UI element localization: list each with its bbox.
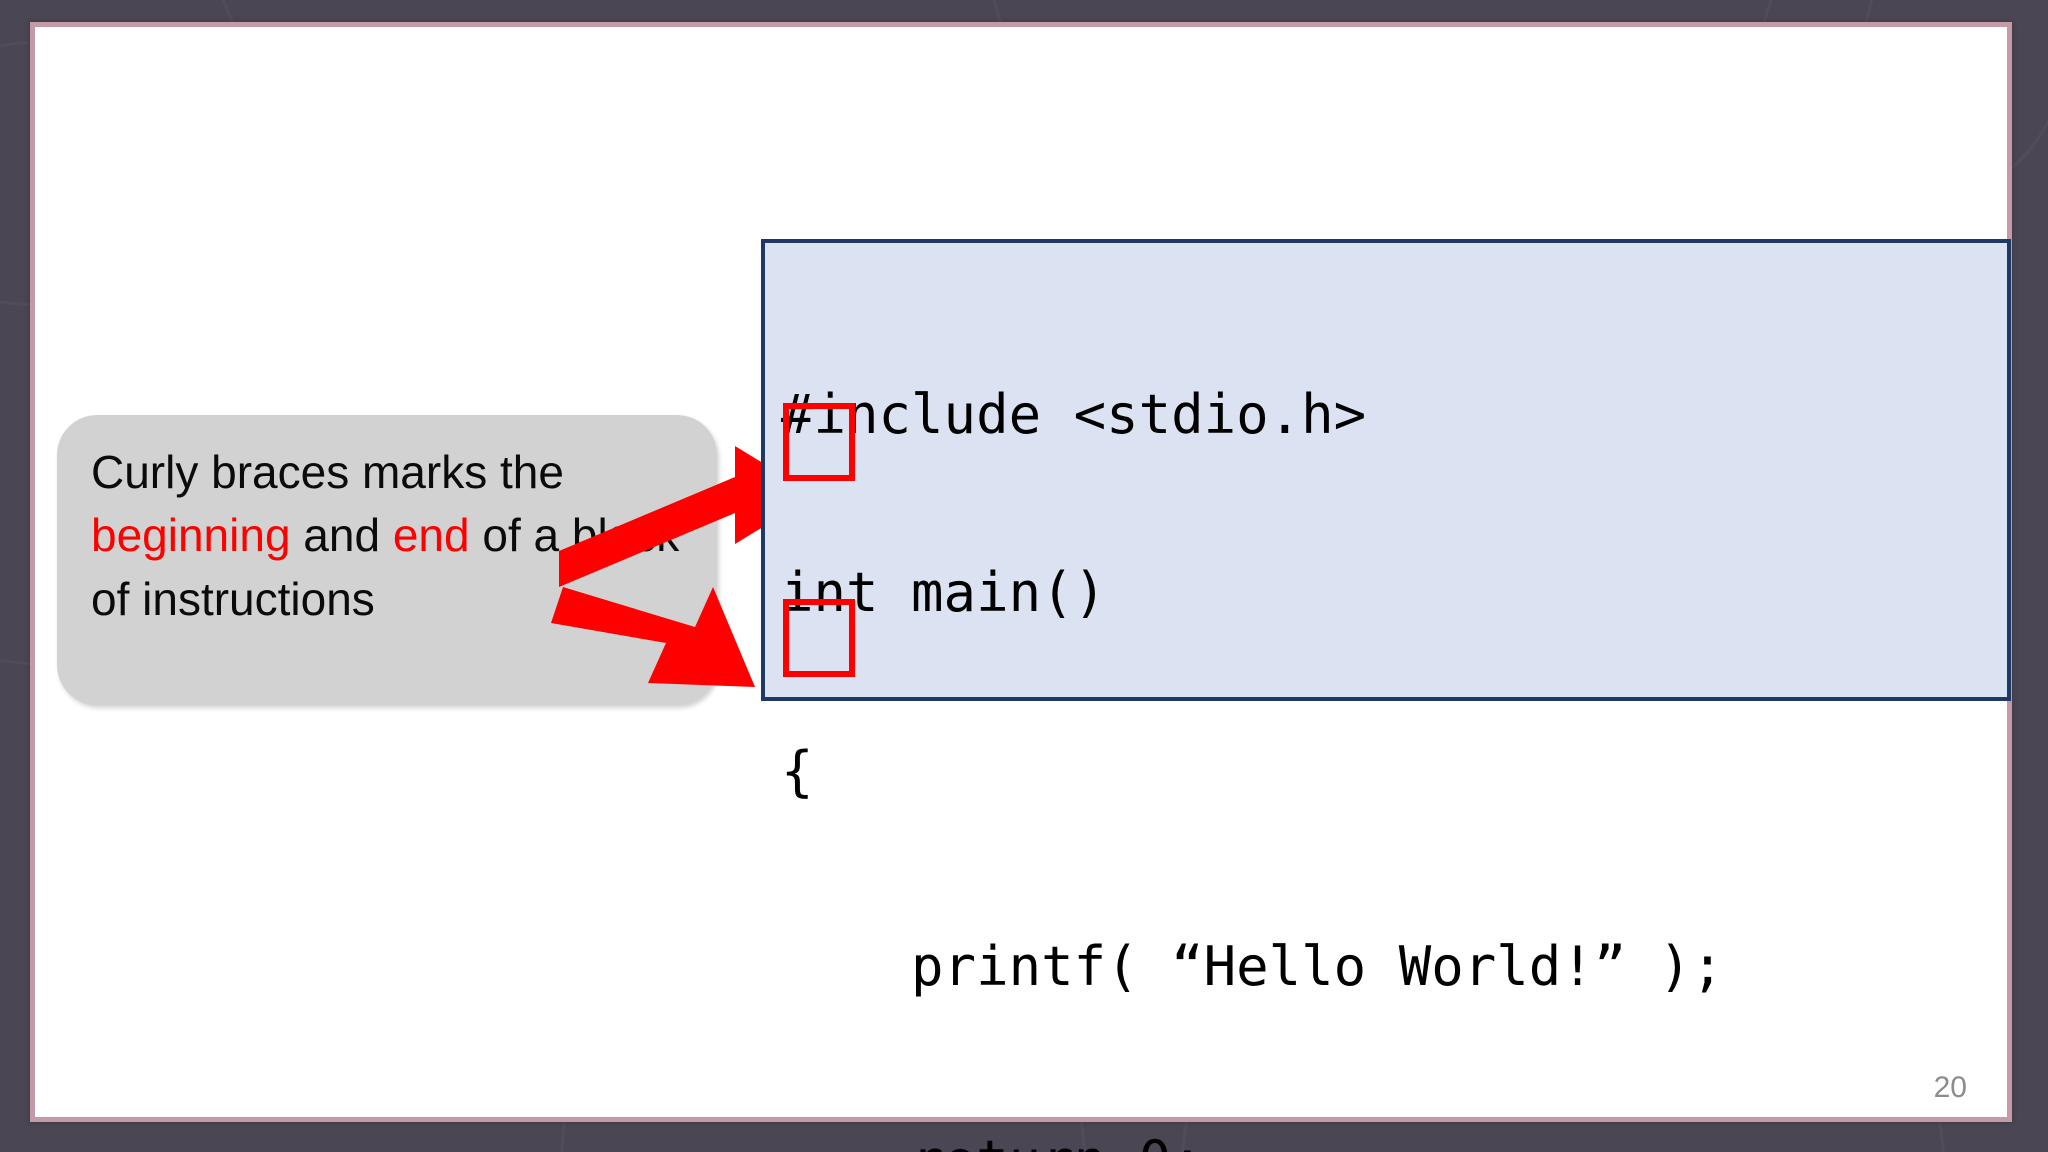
- code-line-include: #include <stdio.h>: [781, 382, 1367, 446]
- close-brace-highlight-box: [783, 599, 855, 677]
- callout-segment-4: and: [290, 509, 393, 562]
- page-number: 20: [1933, 1071, 1967, 1104]
- callout-segment-7: instructions: [142, 572, 375, 625]
- slide-border: Curly braces marks the beginning and end…: [30, 22, 2012, 1152]
- callout-text: Curly braces marks the beginning and end…: [91, 441, 683, 631]
- callout-segment-2: the: [499, 446, 564, 498]
- code-line-open-brace: {: [781, 739, 814, 803]
- callout-box: Curly braces marks the beginning and end…: [57, 415, 717, 705]
- code-box: #include <stdio.h> int main() { printf( …: [761, 239, 2011, 1152]
- open-brace-highlight-box: [783, 403, 855, 481]
- slide-content-area: Curly braces marks the beginning and end…: [35, 27, 2011, 1152]
- callout-highlight-end: end: [392, 509, 470, 562]
- callout-segment-1: Curly braces marks: [91, 446, 500, 498]
- code-line-printf: printf( “Hello World!” );: [781, 934, 1724, 998]
- code-line-return: return 0;: [781, 1131, 1724, 1152]
- callout-highlight-beginning: beginning: [91, 509, 291, 562]
- code-line-main: int main(): [781, 561, 1107, 625]
- code-text: #include <stdio.h> int main() { printf( …: [781, 269, 1724, 1152]
